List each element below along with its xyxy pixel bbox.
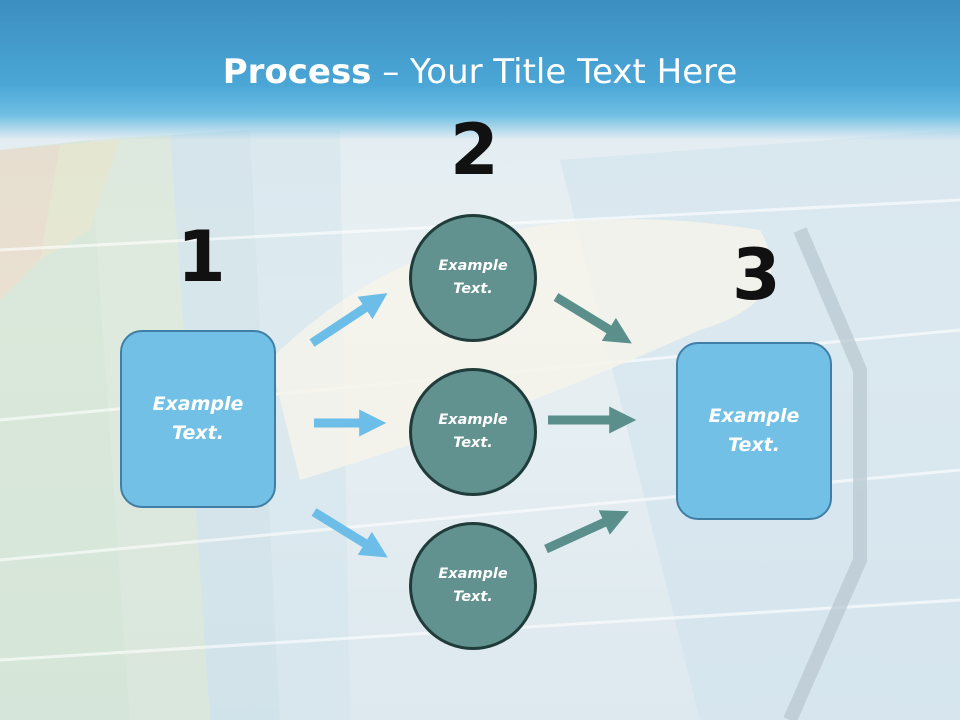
- arrow-from-circle-top: [553, 293, 632, 344]
- circle-middle-text: Example Text.: [438, 412, 508, 451]
- arrow-to-circle-bottom: [311, 508, 388, 558]
- arrow-to-circle-top: [309, 293, 388, 347]
- left-box-text: Example Text.: [152, 393, 244, 444]
- title-rest: – Your Title Text Here: [371, 52, 738, 92]
- slide-title: Process – Your Title Text Here: [0, 52, 960, 92]
- step-number-2: 2: [450, 109, 499, 191]
- title-bold: Process: [222, 52, 372, 92]
- right-box: Example Text.: [676, 342, 832, 520]
- step-number-1: 1: [177, 216, 226, 298]
- arrow-from-circle-bottom: [544, 510, 629, 554]
- circle-middle: Example Text.: [409, 368, 537, 496]
- circle-bottom: Example Text.: [409, 522, 537, 650]
- circle-top: Example Text.: [409, 214, 537, 342]
- circle-bottom-text: Example Text.: [438, 566, 508, 605]
- left-box: Example Text.: [120, 330, 276, 508]
- title-bar: [0, 0, 960, 140]
- right-box-text: Example Text.: [708, 405, 800, 456]
- step-number-3: 3: [732, 234, 781, 316]
- circle-top-text: Example Text.: [438, 258, 508, 297]
